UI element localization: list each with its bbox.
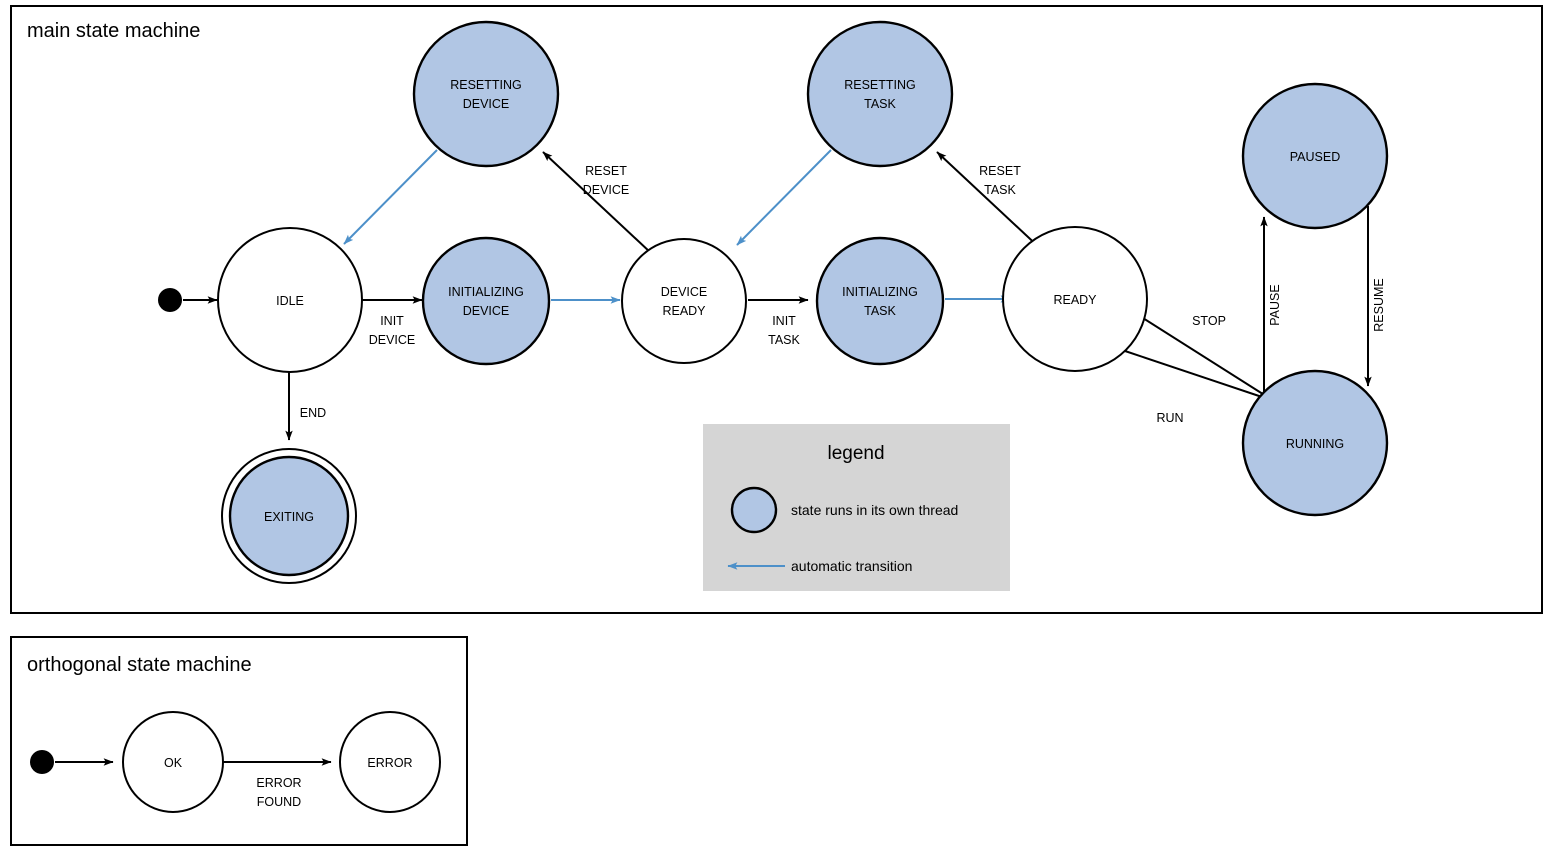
state-paused-label: PAUSED — [1290, 150, 1340, 164]
state-running-label: RUNNING — [1286, 437, 1344, 451]
state-device-ready-label-line2: READY — [662, 304, 706, 318]
state-error-label: ERROR — [367, 756, 412, 770]
edge-resetting-device-idle — [343, 149, 438, 245]
edge-label-init-task-line2: TASK — [768, 333, 800, 347]
legend-item-auto-transition-label: automatic transition — [791, 558, 912, 574]
edge-label-error-found-line2: FOUND — [257, 795, 301, 809]
state-resetting-task-label-line1: RESETTING — [844, 78, 916, 92]
state-ok-label: OK — [164, 756, 183, 770]
edge-device-ready-resetting-device — [542, 151, 652, 254]
legend-item-thread-state-label: state runs in its own thread — [791, 502, 958, 518]
state-device-ready-label-line1: DEVICE — [661, 285, 708, 299]
orthogonal-frame-title: orthogonal state machine — [27, 654, 252, 676]
state-initializing-device-label-line2: DEVICE — [463, 304, 510, 318]
edge-label-init-task-line1: INIT — [772, 314, 796, 328]
edge-label-init-device-line2: DEVICE — [369, 333, 416, 347]
state-paused[interactable]: PAUSED — [1241, 82, 1389, 230]
edge-label-reset-device-line2: DEVICE — [583, 183, 630, 197]
edge-label-stop: STOP — [1192, 314, 1226, 328]
state-idle[interactable]: IDLE — [217, 227, 363, 373]
edge-running-ready — [1134, 312, 1267, 397]
state-initializing-task-label-line1: INITIALIZING — [842, 285, 918, 299]
state-resetting-device-label-line2: DEVICE — [463, 97, 510, 111]
edge-ready-running — [1124, 350, 1269, 400]
state-exiting-label: EXITING — [264, 510, 314, 524]
main-frame-title: main state machine — [27, 20, 200, 42]
legend: legend state runs in its own thread auto… — [703, 424, 1010, 591]
edge-label-end: END — [300, 406, 326, 420]
state-resetting-task-label-line2: TASK — [864, 97, 896, 111]
state-initializing-task[interactable]: INITIALIZING TASK — [815, 236, 945, 366]
state-device-ready[interactable]: DEVICE READY — [621, 238, 747, 364]
edge-label-reset-device-line1: RESET — [585, 164, 627, 178]
state-ok[interactable]: OK — [122, 711, 224, 813]
edge-label-init-device-line1: INIT — [380, 314, 404, 328]
state-resetting-device-label-line1: RESETTING — [450, 78, 522, 92]
state-idle-label: IDLE — [276, 294, 304, 308]
state-resetting-task[interactable]: RESETTING TASK — [806, 20, 954, 168]
edge-ready-resetting-task — [936, 151, 1044, 252]
edge-label-resume: RESUME — [1372, 278, 1386, 331]
state-resetting-device[interactable]: RESETTING DEVICE — [412, 20, 560, 168]
state-initializing-device-label-line1: INITIALIZING — [448, 285, 524, 299]
state-initializing-task-label-line2: TASK — [864, 304, 896, 318]
state-initializing-device[interactable]: INITIALIZING DEVICE — [421, 236, 551, 366]
state-exiting[interactable]: EXITING — [221, 448, 357, 584]
state-error[interactable]: ERROR — [339, 711, 441, 813]
edge-label-run: RUN — [1156, 411, 1183, 425]
state-ready-label: READY — [1053, 293, 1097, 307]
edge-label-reset-task-line1: RESET — [979, 164, 1021, 178]
legend-thread-state-icon — [730, 486, 778, 534]
edge-label-pause: PAUSE — [1268, 284, 1282, 325]
legend-title: legend — [827, 443, 884, 464]
edge-label-reset-task-line2: TASK — [984, 183, 1016, 197]
initial-state-dot-main — [158, 288, 182, 312]
edge-label-error-found-line1: ERROR — [256, 776, 301, 790]
edge-resetting-task-device-ready — [736, 149, 832, 246]
state-running[interactable]: RUNNING — [1241, 369, 1389, 517]
initial-state-dot-orthogonal — [30, 750, 54, 774]
state-ready[interactable]: READY — [1002, 226, 1148, 372]
